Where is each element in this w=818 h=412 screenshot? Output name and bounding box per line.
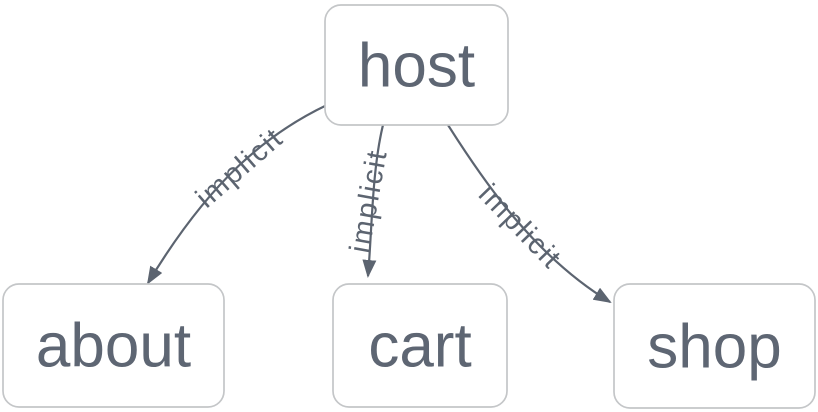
node-shop-box (613, 283, 816, 409)
node-about-box (2, 283, 225, 408)
node-shop: shop (613, 283, 816, 409)
edge-host-cart (362, 124, 385, 278)
node-host-box (324, 4, 509, 126)
edge-label-host-shop: implicit (472, 178, 568, 275)
node-shop-label: shop (647, 313, 781, 382)
node-host-label: host (358, 32, 475, 101)
node-host: host (324, 4, 509, 126)
edge-label-host-cart: implicit (344, 147, 394, 256)
node-about-label: about (36, 312, 191, 381)
edge-host-shop (447, 124, 612, 304)
edge-label-host-about: implicit (190, 122, 290, 215)
node-about: about (2, 283, 225, 408)
edge-host-about (146, 104, 328, 285)
node-cart-label: cart (368, 312, 471, 381)
node-cart-box (332, 283, 508, 408)
node-cart: cart (332, 283, 508, 408)
